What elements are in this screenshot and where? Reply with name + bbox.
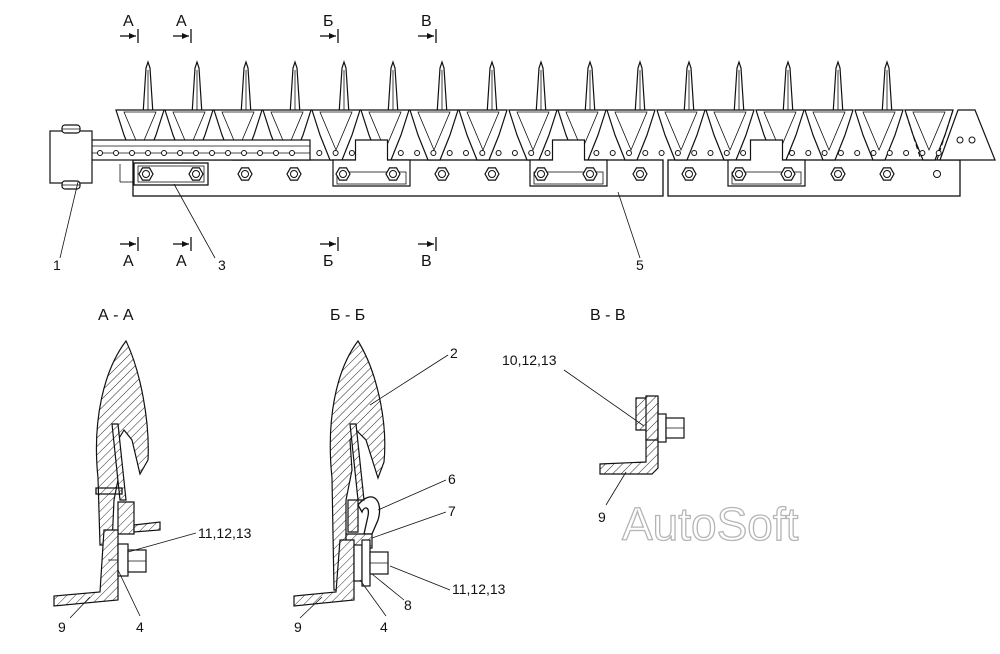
knife-holes xyxy=(97,150,295,156)
bolt-hole xyxy=(933,170,941,178)
section-bb: Б - Б 2 6 7 11,12,13 8 9 4 xyxy=(293,307,506,635)
section-mark-bottom-1: А xyxy=(176,253,187,270)
rivet-hole xyxy=(935,150,942,156)
section-vv: В - В 10,12,13 9 xyxy=(502,307,685,525)
wear-plate xyxy=(133,162,209,186)
rivet-hole xyxy=(257,150,263,156)
rivet-hole xyxy=(609,150,616,156)
aa-label-plate: 4 xyxy=(136,619,144,635)
rivet-hole xyxy=(789,150,795,156)
rivet-hole xyxy=(113,150,119,156)
rivet-hole xyxy=(821,150,828,156)
section-mark-bottom-2: Б xyxy=(323,253,334,270)
rivet-hole xyxy=(273,150,279,156)
bb-label-plate: 4 xyxy=(380,619,388,635)
rivet-hole xyxy=(593,150,600,156)
finger-bar-right xyxy=(667,159,961,197)
rivet-hole xyxy=(177,150,183,156)
bb-label-clip: 6 xyxy=(448,471,456,487)
rivet-hole xyxy=(674,150,681,156)
callout-3: 3 xyxy=(218,257,226,273)
section-mark-top-3: В xyxy=(421,13,432,30)
rivet-hole xyxy=(463,150,469,156)
rivet-hole xyxy=(805,150,812,156)
rivet-hole xyxy=(870,150,877,156)
rivet-hole xyxy=(919,150,926,156)
rivet-hole xyxy=(691,150,698,156)
section-mark-top-2: Б xyxy=(323,13,334,30)
rivet-hole xyxy=(430,150,437,156)
aa-label-bolts: 11,12,13 xyxy=(198,525,252,541)
rivet-hole xyxy=(495,150,502,156)
knife-section xyxy=(854,109,904,161)
rivet-hole xyxy=(397,150,404,156)
vv-label-bolts: 10,12,13 xyxy=(502,352,557,368)
rivet-hole xyxy=(626,150,632,156)
bb-label-bar: 9 xyxy=(294,619,302,635)
rivet-hole xyxy=(446,150,453,156)
rivet-hole xyxy=(528,150,535,156)
knife-head xyxy=(49,124,93,190)
bb-label-washer: 8 xyxy=(404,597,412,613)
rivet-hole xyxy=(348,150,355,156)
section-aa-title: А - А xyxy=(98,307,134,324)
section-mark-bottom-3: В xyxy=(421,253,432,270)
rivet-hole xyxy=(642,150,649,156)
aa-label-bar: 9 xyxy=(58,619,66,635)
rivet-hole xyxy=(903,150,910,156)
bb-label-bolts: 11,12,13 xyxy=(452,581,506,597)
rivet-hole xyxy=(225,150,231,156)
section-marks: А А Б В А А Б В xyxy=(120,13,437,270)
rivet-hole xyxy=(332,150,339,156)
section-bb-title: Б - Б xyxy=(330,307,365,324)
section-aa: А - А 11,12,13 9 4 xyxy=(53,307,252,635)
rivet-hole xyxy=(544,150,551,156)
rivet-hole xyxy=(145,150,151,156)
rivet-hole xyxy=(837,150,844,156)
bb-label-pad: 7 xyxy=(448,503,456,519)
knife-section-end xyxy=(939,109,996,161)
rivet-hole xyxy=(289,150,295,156)
rivet-hole xyxy=(479,150,486,156)
bb-label-knife: 2 xyxy=(450,345,458,361)
rivet-hole xyxy=(209,150,215,156)
rivet-hole xyxy=(511,150,518,156)
rivet-hole xyxy=(241,150,247,156)
knife-section xyxy=(804,109,854,161)
rivet-hole xyxy=(414,150,421,156)
rivet-hole xyxy=(161,150,167,156)
rivet-hole xyxy=(707,150,714,156)
rivet-hole xyxy=(886,150,893,156)
finger-bar-bolts xyxy=(138,167,941,181)
rivet-hole xyxy=(854,150,861,156)
rivet-hole xyxy=(193,150,199,156)
rivet-hole xyxy=(723,150,730,156)
rivet-hole xyxy=(129,150,135,156)
rivet-hole xyxy=(658,150,665,156)
vv-label-bar: 9 xyxy=(598,509,606,525)
main-assembly-view: А А Б В А А Б В 1 3 5 xyxy=(49,13,996,273)
callout-1: 1 xyxy=(53,257,61,273)
watermark: AutoSoft xyxy=(622,498,799,550)
section-mark-bottom-0: А xyxy=(123,253,134,270)
section-mark-top-1: А xyxy=(176,13,187,30)
section-vv-title: В - В xyxy=(590,307,626,324)
callout-5: 5 xyxy=(636,257,644,273)
knife-section-dashed xyxy=(904,109,954,161)
rivet-hole xyxy=(316,150,323,156)
section-mark-top-0: А xyxy=(123,13,134,30)
rivet-hole xyxy=(740,150,747,156)
rivet-hole xyxy=(97,150,103,156)
